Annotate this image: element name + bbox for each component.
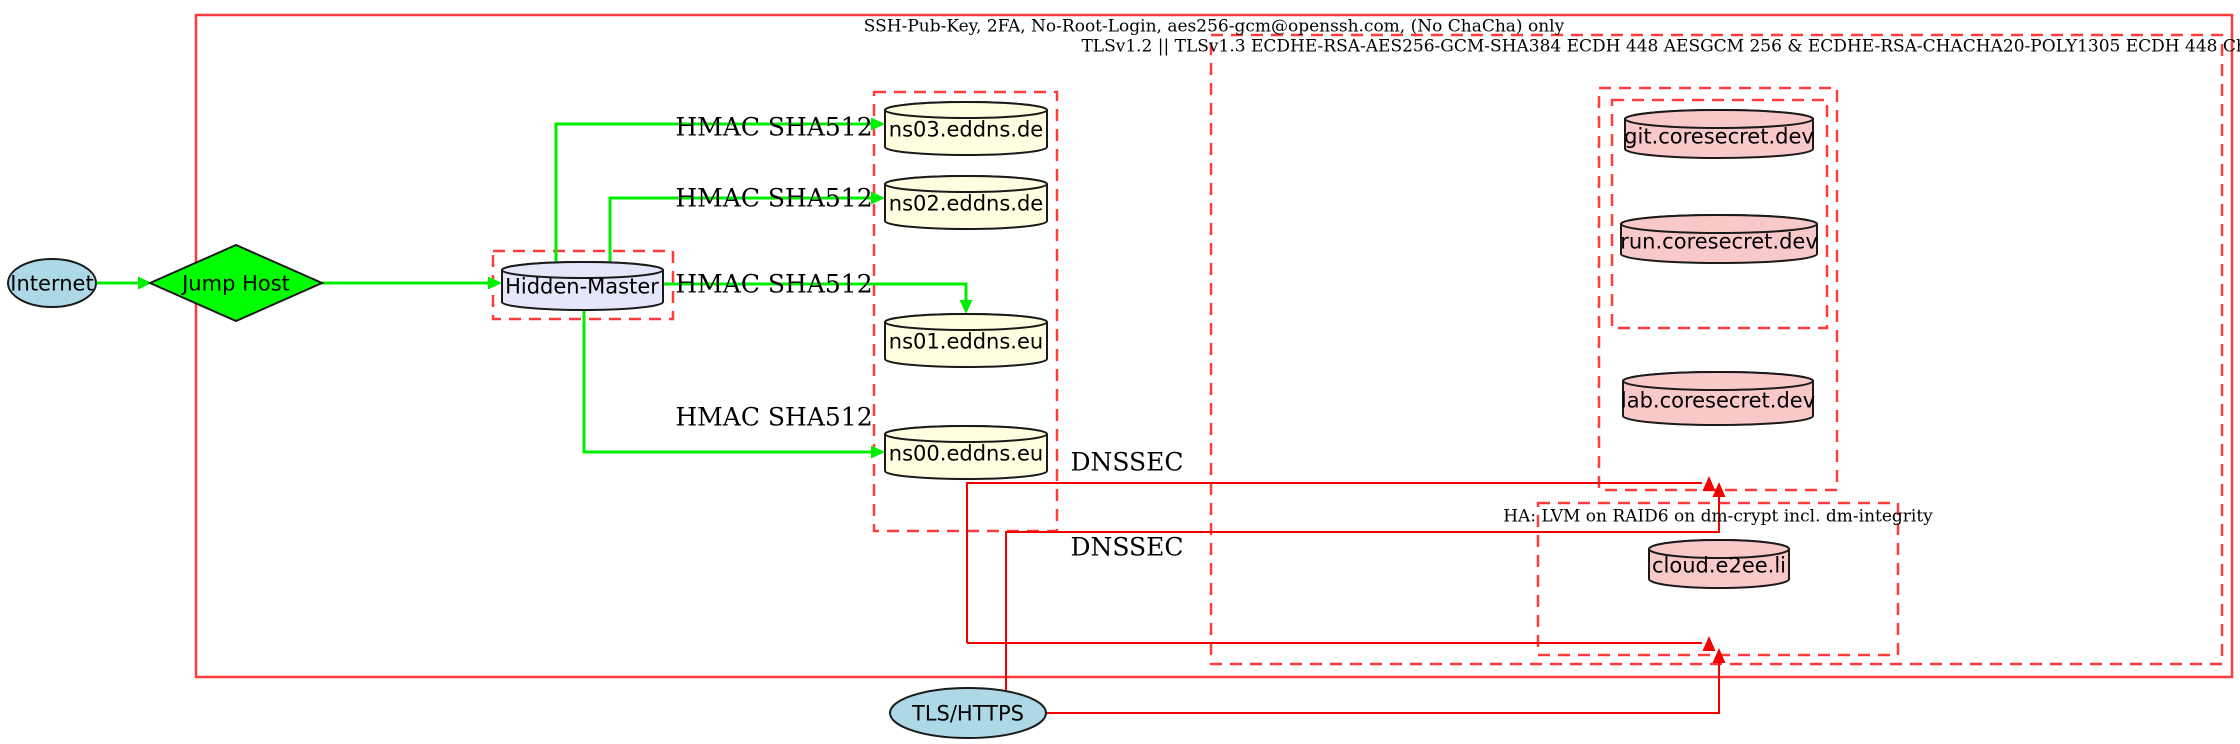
- green-arrowheads: [138, 117, 973, 459]
- hmac-label-ns01: HMAC SHA512: [675, 269, 873, 299]
- edge-hiddenmaster-ns01: [663, 282, 968, 306]
- git-cylinder-top: [1624, 109, 1814, 129]
- dnssec-label-lower: DNSSEC: [1070, 532, 1184, 562]
- hidden-master-cylinder-top: [501, 261, 664, 279]
- ssh-policy-cluster-label: SSH-Pub-Key, 2FA, No-Root-Login, aes256-…: [863, 16, 1565, 37]
- lab-node-label: lab.coresecret.dev: [1620, 388, 1816, 413]
- nameserver-cluster-border: [872, 90, 1059, 533]
- ns00-node-shape: [884, 425, 1048, 480]
- arrowhead-ns00: [871, 445, 885, 459]
- ha-storage-cluster-label: HA: LVM on RAID6 on dm-crypt incl. dm-in…: [1503, 506, 1933, 527]
- red-arrowheads: [1702, 476, 1726, 663]
- ns02-node-label: ns02.eddns.de: [888, 191, 1044, 216]
- internet-node-shape: [7, 258, 97, 308]
- internet-node-label: Internet: [10, 271, 94, 296]
- run-cylinder-top: [1620, 214, 1818, 234]
- jump-host-node-label: Jump Host: [182, 271, 290, 296]
- arrowhead-hiddenmaster: [488, 276, 502, 290]
- arrowhead-ns01: [959, 300, 973, 314]
- arrowhead-services-b: [1712, 482, 1726, 497]
- ns01-node-shape: [884, 313, 1048, 368]
- edge-tlshttps-to-ha: [1045, 663, 1720, 714]
- ns01-cylinder-top: [884, 313, 1048, 331]
- arrowhead-services-a: [1702, 476, 1716, 491]
- tls-policy-cluster-label: TLSv1.2 || TLSv1.3 ECDHE-RSA-AES256-GCM-…: [1081, 36, 2240, 57]
- edge-hiddenmaster-ns00: [582, 306, 877, 454]
- tls-policy-cluster-border: [1209, 33, 2224, 666]
- ns00-cylinder-top: [884, 425, 1048, 443]
- edge-hiddenmaster-ns03: [554, 122, 877, 262]
- arrowhead-ns02: [871, 191, 885, 205]
- tls-https-node-label: TLS/HTTPS: [911, 701, 1025, 726]
- edge-tlshttps-to-services: [1005, 497, 1720, 690]
- lab-node-shape: [1622, 371, 1814, 426]
- green-edges: [96, 122, 968, 454]
- arrowhead-ns03: [871, 117, 885, 131]
- ssh-policy-cluster-border: [194, 13, 2234, 679]
- dnssec-label-upper: DNSSEC: [1070, 447, 1184, 477]
- run-node-label: run.coresecret.dev: [1620, 229, 1818, 254]
- lab-cylinder-top: [1622, 371, 1814, 391]
- cloud-cylinder-top: [1648, 539, 1790, 559]
- cloud-node-shape: [1648, 539, 1790, 589]
- hmac-label-ns02: HMAC SHA512: [675, 183, 873, 213]
- arrowhead-ha-a: [1702, 636, 1716, 651]
- ns01-node-label: ns01.eddns.eu: [888, 329, 1044, 354]
- arrowhead-ha-b: [1712, 648, 1726, 663]
- ns02-node-shape: [884, 175, 1048, 230]
- hidden-master-node-label: Hidden-Master: [505, 274, 659, 299]
- arrowhead-jumphost: [138, 276, 152, 290]
- ns03-cylinder-top: [884, 101, 1048, 119]
- red-edges: [966, 482, 1720, 714]
- git-node-label: git.coresecret.dev: [1624, 124, 1814, 149]
- jump-host-node-shape: [147, 243, 325, 323]
- services-inner-cluster-border: [1610, 98, 1829, 330]
- ns00-node-label: ns00.eddns.eu: [888, 441, 1044, 466]
- edge-dnssec-to-services: [966, 482, 1702, 643]
- ns03-node-shape: [884, 101, 1048, 156]
- hmac-label-ns03: HMAC SHA512: [675, 112, 873, 142]
- cloud-node-label: cloud.e2ee.li: [1651, 553, 1787, 578]
- run-node-shape: [1620, 214, 1818, 264]
- git-node-shape: [1624, 109, 1814, 159]
- cluster-borders: [194, 13, 2234, 679]
- ns02-cylinder-top: [884, 175, 1048, 193]
- hmac-label-ns00: HMAC SHA512: [675, 402, 873, 432]
- hidden-master-node-shape: [501, 261, 664, 311]
- edge-hiddenmaster-ns02: [608, 196, 877, 262]
- tls-https-node-shape: [889, 687, 1047, 739]
- ns03-node-label: ns03.eddns.de: [888, 117, 1044, 142]
